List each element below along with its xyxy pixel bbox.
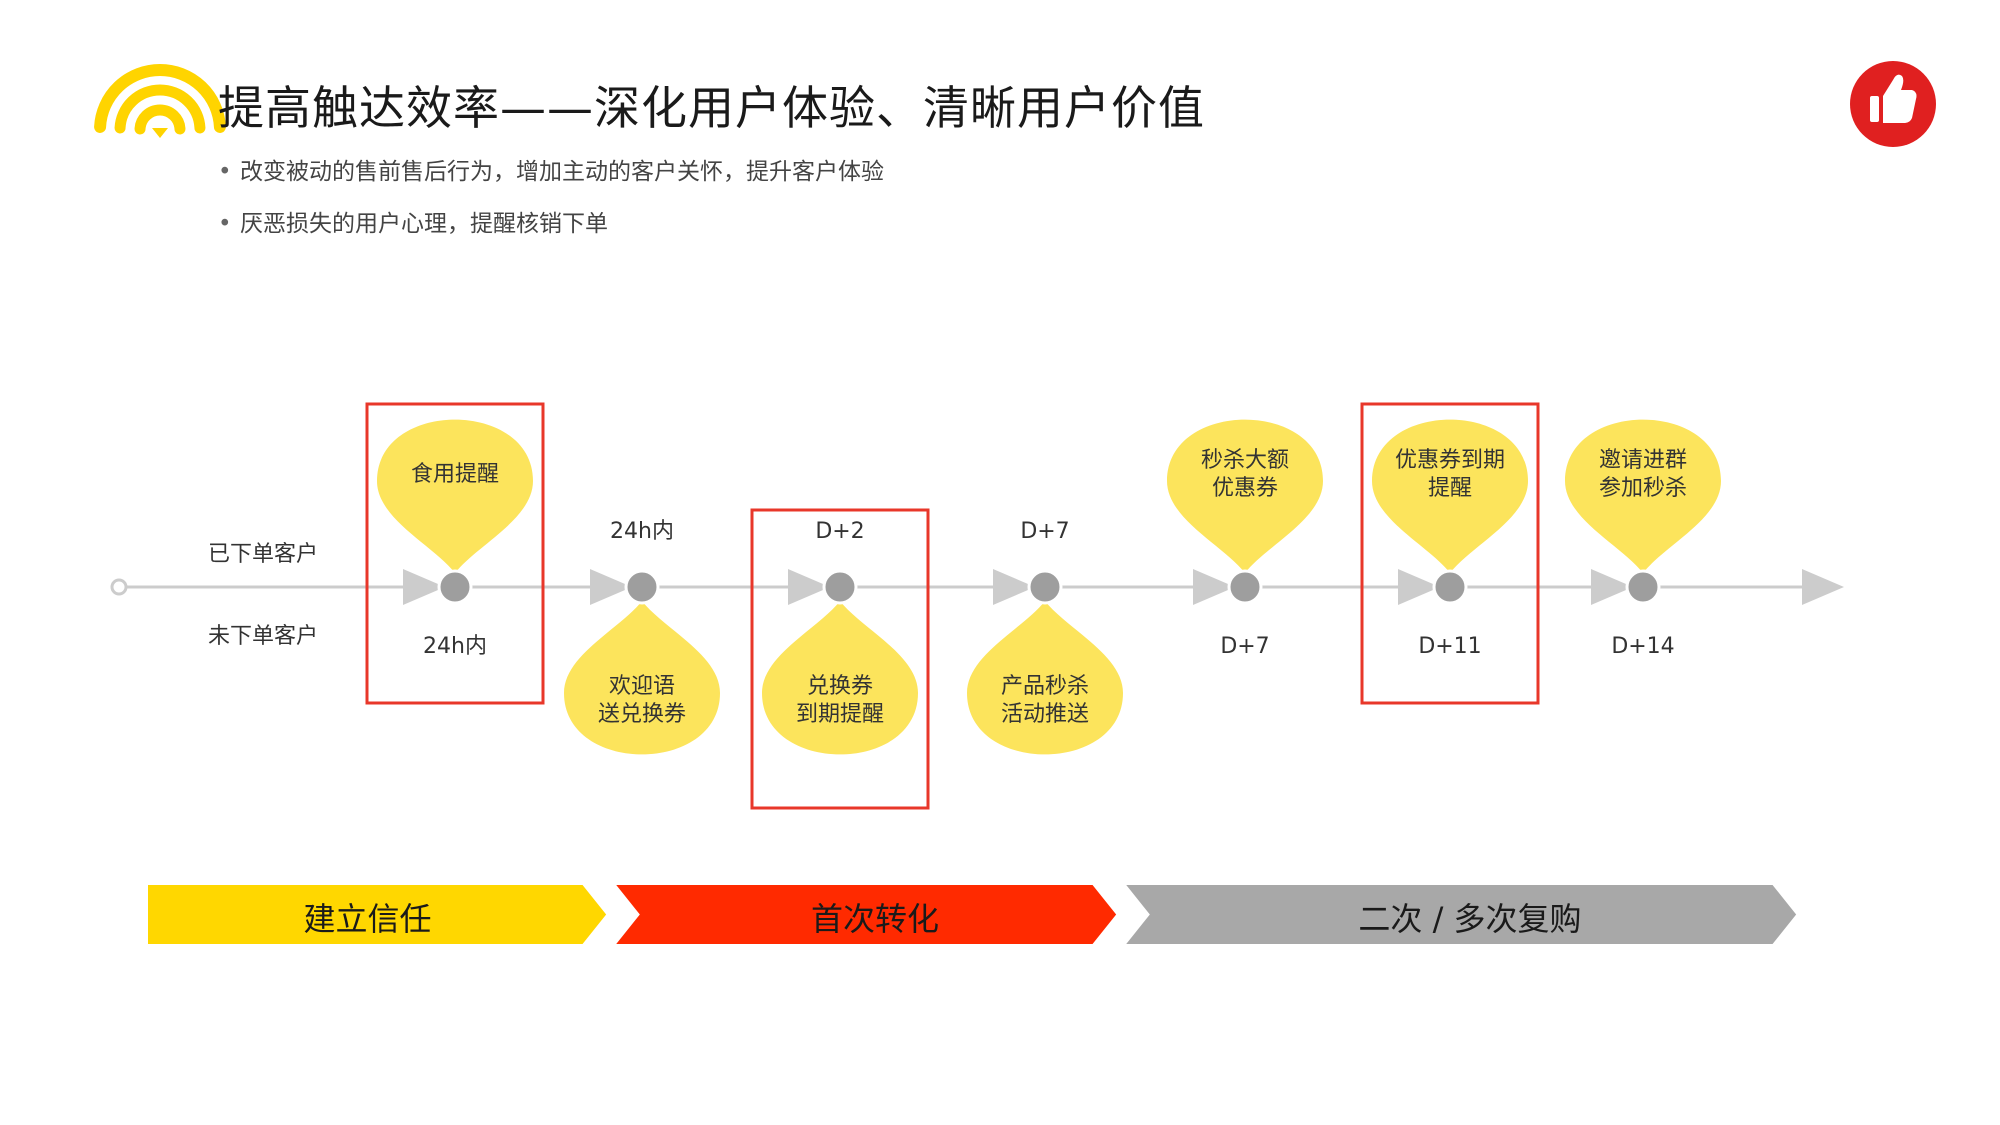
stage-segment	[142, 879, 614, 950]
timeline-node	[1625, 569, 1661, 605]
node-top-label: 24h内	[610, 519, 674, 544]
bubble-label: 食用提醒	[411, 462, 499, 487]
bubble-shape	[564, 601, 720, 755]
timeline-node	[437, 569, 473, 605]
bubble-label: 到期提醒	[796, 702, 884, 727]
bubble-shape	[377, 419, 533, 573]
bullet-item: •厌恶损失的用户心理，提醒核销下单	[218, 211, 608, 237]
node-bottom-label: D+7	[1220, 634, 1269, 659]
bubble-shape	[1167, 419, 1323, 573]
bubble-shape	[1565, 419, 1721, 573]
bullet-text: 厌恶损失的用户心理，提醒核销下单	[240, 211, 608, 237]
node-bottom-label: D+14	[1611, 634, 1674, 659]
node-top-label: D+2	[815, 519, 864, 544]
bubble-label: 优惠券到期	[1395, 448, 1505, 473]
bubble-label: 邀请进群	[1599, 448, 1687, 473]
node-top-label: D+7	[1020, 519, 1069, 544]
timeline-node	[624, 569, 660, 605]
page-title: 提高触达效率——深化用户体验、清晰用户价值	[218, 81, 1205, 135]
timeline-node	[1432, 569, 1468, 605]
stage-label: 首次转化	[810, 899, 940, 938]
bubble-label: 兑换券	[807, 674, 873, 699]
bubble-label: 参加秒杀	[1599, 476, 1687, 501]
timeline-node	[1227, 569, 1263, 605]
stage-label: 建立信任	[303, 899, 432, 938]
stage-segment	[1113, 879, 1804, 950]
bubble-shape	[762, 601, 918, 755]
bubble-shape	[1372, 419, 1528, 573]
bubble-label: 提醒	[1428, 476, 1472, 501]
bullet-text: 改变被动的售前售后行为，增加主动的客户关怀，提升客户体验	[240, 159, 884, 185]
timeline-node	[1027, 569, 1063, 605]
bubble-shape	[967, 601, 1123, 755]
lane-label-ordered: 已下单客户	[208, 542, 319, 567]
bubble-label: 活动推送	[1001, 702, 1089, 727]
timeline-node	[822, 569, 858, 605]
bullet-item: •改变被动的售前售后行为，增加主动的客户关怀，提升客户体验	[218, 159, 884, 185]
bubble-label: 产品秒杀	[1001, 674, 1089, 699]
bubble-label: 秒杀大额	[1201, 448, 1289, 473]
lane-label-not-ordered: 未下单客户	[208, 624, 319, 649]
node-bottom-label: 24h内	[423, 634, 487, 659]
highlight-box	[365, 402, 545, 705]
node-bottom-label: D+11	[1418, 634, 1481, 659]
timeline-start	[110, 578, 128, 596]
bubble-label: 送兑换券	[598, 702, 686, 727]
stage-segment	[603, 879, 1124, 950]
stage-label: 二次 / 多次复购	[1358, 899, 1582, 938]
bubble-label: 优惠券	[1212, 476, 1278, 501]
bubble-label: 欢迎语	[609, 674, 675, 699]
highlight-box	[1360, 402, 1540, 705]
highlight-box	[750, 508, 930, 810]
